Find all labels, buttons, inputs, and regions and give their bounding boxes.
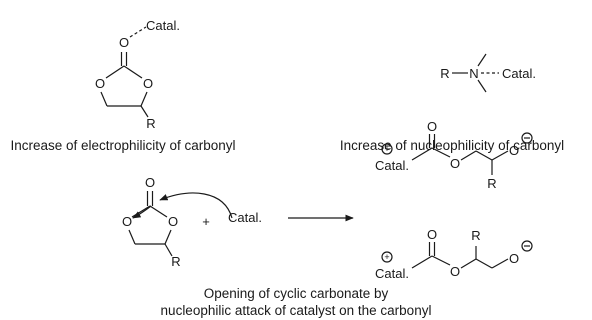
ring-bond	[149, 205, 168, 218]
ring-bond	[131, 205, 151, 218]
panel-nucleophilic-activation: R N Catal. Increase of nucleophilicity o…	[340, 53, 564, 153]
cation-charge-circle	[381, 143, 393, 155]
chain-bond	[491, 150, 509, 161]
ether-oxygen-label: O	[450, 264, 460, 279]
cyclic-carbonate-reactant: O O O R	[122, 175, 181, 269]
substituent-bond	[140, 105, 149, 118]
chain-bond	[460, 258, 477, 269]
carbonate-structure-a: O Catal. O O R	[95, 18, 180, 131]
ring-bond	[105, 65, 125, 79]
cation-charge-sign: +	[384, 252, 389, 262]
ether-oxygen-label: O	[450, 156, 460, 171]
ring-bond	[100, 91, 108, 107]
panel-ring-opening: O O O R + Catal. + Catal. O	[122, 119, 533, 318]
substituent-r-label: R	[487, 176, 496, 191]
chain-bond	[491, 258, 509, 269]
alkoxide-oxygen-label: O	[509, 251, 519, 266]
cation-charge-circle	[381, 251, 393, 263]
carbonyl-oxygen-label: O	[119, 35, 129, 50]
caption-nucleophilicity: Increase of nucleophilicity of carbonyl	[340, 138, 564, 153]
panel-electrophilic-activation: O Catal. O O R Increase of electrophilic…	[10, 18, 235, 153]
amine-catalyst-structure: R N Catal.	[440, 53, 536, 93]
ester-bond	[431, 147, 451, 158]
substituent-r-label: R	[146, 116, 155, 131]
substituent-r-label: R	[440, 66, 449, 81]
carbonyl-oxygen-label: O	[427, 119, 437, 134]
cation-charge-sign: +	[384, 144, 389, 154]
ring-oxygen-right-label: O	[143, 76, 153, 91]
caption-electrophilicity: Increase of electrophilicity of carbonyl	[10, 138, 235, 153]
catalyst-label: Catal.	[375, 158, 409, 173]
chain-bond	[475, 150, 493, 161]
catalyst-carbonyl-bond	[411, 255, 433, 269]
chain-bond	[475, 258, 493, 269]
chain-bond	[460, 150, 477, 161]
alkoxide-oxygen-label: O	[509, 143, 519, 158]
ring-oxygen-left-label: O	[95, 76, 105, 91]
carbonyl-oxygen-label: O	[427, 227, 437, 242]
substituent-r-label: R	[471, 228, 480, 243]
ring-opened-product-1: + Catal. O O O R	[375, 119, 533, 191]
ring-oxygen-left-label: O	[122, 214, 132, 229]
catalyst-carbonyl-bond	[411, 147, 433, 161]
nitrogen-label: N	[469, 66, 478, 81]
ring-bond	[123, 65, 143, 79]
anion-charge-circle	[521, 240, 533, 252]
anion-charge-circle	[521, 132, 533, 144]
plus-sign: +	[202, 214, 210, 229]
carbonyl-oxygen-label: O	[145, 175, 155, 190]
catalyst-label: Catal.	[375, 266, 409, 281]
caption-ring-opening-line1: Opening of cyclic carbonate by	[204, 286, 389, 301]
substituent-r-label: R	[171, 254, 180, 269]
ring-oxygen-right-label: O	[168, 214, 178, 229]
catalyst-reagent-label: Catal.	[228, 210, 262, 225]
ring-opened-product-2: + Catal. O O O R	[375, 227, 533, 281]
catalyst-label-a: Catal.	[146, 18, 180, 33]
methyl-bond-up	[477, 53, 487, 67]
nucleophilic-attack-arrow	[159, 192, 233, 219]
ring-bond	[128, 229, 136, 245]
ring-bond	[164, 229, 172, 245]
catalyst-label-b: Catal.	[502, 66, 536, 81]
electron-pushing-arrow-minor	[132, 205, 152, 219]
caption-ring-opening-line2: nucleophilic attack of catalyst on the c…	[161, 303, 432, 318]
catalyst-coordination-dash	[129, 26, 147, 38]
methyl-bond-down	[477, 79, 487, 93]
substituent-bond	[164, 243, 173, 257]
ester-bond	[431, 255, 451, 266]
ring-bond	[140, 91, 148, 107]
